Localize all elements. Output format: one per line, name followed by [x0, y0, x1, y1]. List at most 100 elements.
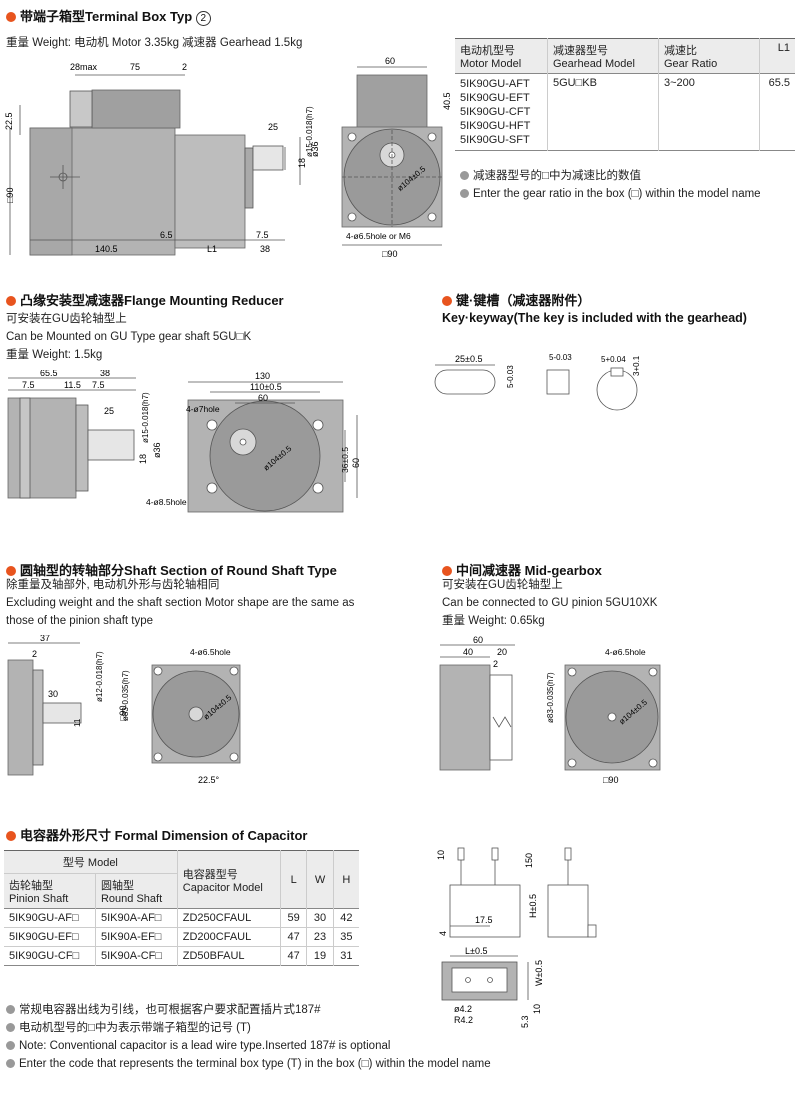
cap-note-3: Note: Conventional capacitor is a lead w…	[6, 1038, 390, 1055]
dim-20: 20	[497, 647, 507, 657]
dim-key-5b: 5-0.03	[549, 353, 572, 362]
dim-65-5: 65.5	[40, 370, 58, 378]
dim-90: □90	[5, 188, 15, 203]
dim-hole7: 4-ø7hole	[186, 404, 220, 414]
dim-cap-r: R4.2	[454, 1015, 473, 1025]
dim-38: 38	[100, 370, 110, 378]
dim-cap-l: L±0.5	[465, 946, 487, 956]
dim-7-5a: 7.5	[22, 380, 35, 390]
dim-11-5: 11.5	[64, 380, 81, 390]
round-shaft-title: 圆轴型的转轴部分Shaft Section of Round Shaft Typ…	[6, 560, 337, 579]
dim-28max: 28max	[70, 62, 98, 72]
mid-line-1: 可安装在GU齿轮轴型上	[442, 579, 563, 591]
bullet-icon	[6, 12, 16, 22]
dim-18: 18	[138, 454, 148, 464]
dim-2: 2	[32, 649, 37, 659]
dim-90: □90	[118, 706, 128, 721]
dim-cap-5-3: 5.3	[520, 1015, 530, 1028]
dim-key-3: 3+0.1	[632, 355, 641, 376]
note-dot-icon	[6, 1005, 15, 1014]
td-motor-models: 5IK90GU-AFT 5IK90GU-EFT 5IK90GU-CFT 5IK9…	[455, 73, 548, 151]
flange-drawing: 65.5 38 7.5 11.5 7.5 25 ø15-0.018(h7) 18…	[7, 370, 361, 513]
table-row: 5IK90GU-EF□ 5IK90A-EF□ ZD200CFAUL 47 23 …	[4, 927, 359, 947]
flange-line-2: Can be Mounted on GU Type gear shaft 5GU…	[6, 331, 252, 343]
terminal-box-drawing: 28max 75 2 22.5 □90 25 ø15-0.018(h7) 18 …	[4, 56, 450, 259]
key-title: 键·键槽（减速器附件）	[442, 290, 590, 309]
dim-60: 60	[473, 635, 483, 645]
dim-key-5a: 5-0.03	[506, 365, 515, 388]
dim-25: 25	[104, 406, 114, 416]
dim-cap-17-5: 17.5	[475, 915, 493, 925]
dim-83: ø83-0.035(h7)	[546, 672, 555, 723]
dim-140-5: 140.5	[95, 244, 118, 254]
dim-11: 11	[73, 718, 82, 727]
dim-40: 40	[463, 647, 473, 657]
dim-hole: 4-ø6.5hole or M6	[346, 231, 411, 241]
table-row: 5IK90GU-AF□ 5IK90A-AF□ ZD250CFAUL 59 30 …	[4, 908, 359, 928]
circle-number: 2	[195, 11, 211, 26]
cap-note-1: 常规电容器出线为引线，也可根据客户要求配置插片式187#	[6, 1002, 321, 1019]
capacitor-title: 电容器外形尺寸 Formal Dimension of Capacitor	[6, 825, 307, 844]
dim-cap-w: W±0.5	[534, 960, 544, 986]
dim-38: 38	[260, 244, 270, 254]
dim-cap-10: 10	[436, 850, 446, 860]
capacitor-drawing: 10 150 H±0.5 17.5 4 L±0.5 W±0.5 10 5.3 ø…	[436, 847, 597, 1028]
dim-hole85: 4-ø8.5hole	[146, 497, 187, 507]
bullet-icon	[6, 831, 16, 841]
bullet-icon	[442, 566, 452, 576]
dim-60: 60	[385, 56, 395, 66]
dim-key-25: 25±0.5	[455, 354, 482, 364]
mid-weight: 重量 Weight: 0.65kg	[442, 615, 545, 627]
dim-cap-h: H±0.5	[528, 894, 538, 918]
dim-37: 37	[40, 635, 50, 643]
dim-15: ø15-0.018(h7)	[305, 106, 314, 157]
th-l: L	[280, 850, 308, 909]
dim-30: 30	[48, 689, 58, 699]
dim-60v: 60	[351, 458, 361, 468]
dim-l1: L1	[207, 244, 217, 254]
dim-cap-4-2: ø4.2	[454, 1004, 472, 1014]
bullet-icon	[6, 566, 16, 576]
dim-hole: 4-ø6.5hole	[605, 647, 646, 657]
dim-110: 110±0.5	[250, 382, 282, 392]
terminal-box-title: 带端子箱型Terminal Box Typ 2	[6, 6, 211, 26]
dim-36: ø36	[152, 442, 162, 458]
terminal-box-weight: 重量 Weight: 电动机 Motor 3.35kg 减速器 Gearhead…	[6, 37, 303, 49]
note-dot-icon	[6, 1041, 15, 1050]
dim-7-5b: 7.5	[92, 380, 105, 390]
dim-83: ø83-0.035(h7)	[121, 670, 130, 721]
dim-7-5: 7.5	[256, 230, 269, 240]
th-w: W	[306, 850, 334, 909]
dim-130: 130	[255, 371, 270, 381]
round-shaft-line-1: 除重量及轴部外, 电动机外形与齿轮轴相同	[6, 579, 220, 591]
dim-6-5: 6.5	[160, 230, 173, 240]
mid-gearbox-title: 中间减速器 Mid-gearbox	[442, 560, 602, 579]
dim-cap-4: 4	[438, 931, 448, 936]
round-shaft-line-2: Excluding weight and the shaft section M…	[6, 597, 355, 609]
bullet-icon	[442, 296, 452, 306]
dim-key-5c: 5+0.04	[601, 355, 626, 364]
dim-40-5: 40.5	[442, 92, 450, 110]
cap-note-4: Enter the code that represents the termi…	[6, 1056, 491, 1073]
th-h: H	[342, 873, 351, 886]
th-model-group: 型号 Model	[4, 850, 178, 874]
note-dot-icon	[460, 189, 469, 198]
flange-line-1: 可安装在GU齿轮轴型上	[6, 313, 127, 325]
dim-angle: 22.5°	[198, 775, 220, 785]
note-dot-icon	[6, 1059, 15, 1068]
table-row: 5IK90GU-CF□ 5IK90A-CF□ ZD50BFAUL 47 19 3…	[4, 946, 359, 966]
dim-12: ø12-0.018(h7)	[95, 651, 104, 702]
dim-90: □90	[603, 775, 618, 785]
terminal-note-2: Enter the gear ratio in the box (□) with…	[460, 186, 761, 203]
th-l1: L1	[777, 42, 790, 54]
flange-title: 凸缘安装型减速器Flange Mounting Reducer	[6, 290, 284, 309]
bullet-icon	[6, 296, 16, 306]
dim-2: 2	[182, 62, 187, 72]
